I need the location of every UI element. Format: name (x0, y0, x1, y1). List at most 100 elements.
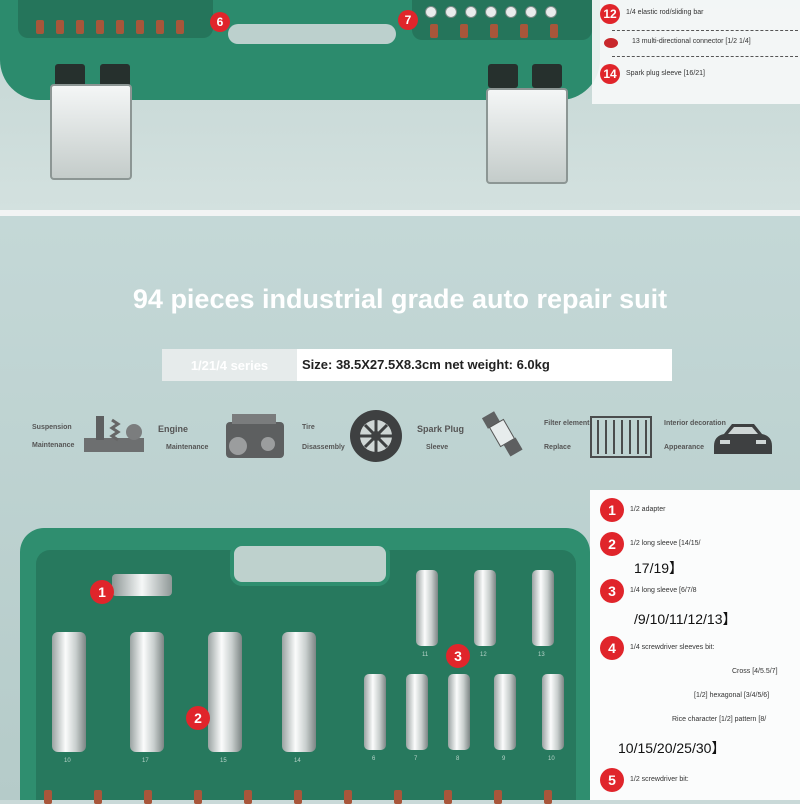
legend-13-text: 13 multi-directional connector [1/2 1/4] (632, 38, 751, 45)
legend-4-sub2: [1/2] hexagonal [3/4/5/6] (694, 692, 770, 699)
connector-icon (604, 38, 618, 48)
usage-label-6a: Interior decoration (664, 420, 726, 427)
socket-size-label: 7 (414, 756, 418, 762)
small-socket (445, 6, 457, 18)
callout-6-badge: 6 (210, 12, 230, 32)
socket-size-label: 14 (294, 758, 301, 764)
short-socket (406, 674, 428, 750)
bit (136, 20, 144, 34)
bit (96, 20, 104, 34)
small-socket (425, 6, 437, 18)
usage-label-4a: Spark Plug (417, 424, 465, 434)
hinge (532, 64, 562, 88)
socket-size-label: 6 (372, 756, 376, 762)
bit (490, 24, 498, 38)
legend-divider (612, 30, 798, 31)
hinge (488, 64, 518, 88)
long-socket (208, 632, 242, 752)
usage-label-5b: Replace (544, 444, 571, 451)
small-socket (465, 6, 477, 18)
bit (176, 20, 184, 34)
legend-4-cont: 10/15/20/25/30】 (618, 740, 726, 756)
bit (144, 790, 152, 804)
case-callout-3: 3 (446, 644, 470, 668)
usage-label-5a: Filter element (544, 420, 590, 427)
bit-row (30, 788, 590, 804)
socket-size-label: 10 (548, 756, 555, 762)
socket-size-label: 15 (220, 758, 227, 764)
case-callout-2: 2 (186, 706, 210, 730)
legend-3-text: 1/4 long sleeve [6/7/8 (630, 587, 697, 594)
legend-3-cont: /9/10/11/12/13】 (634, 611, 737, 627)
bit (550, 24, 558, 38)
size-weight-text: Size: 38.5X27.5X8.3cm net weight: 6.0kg (302, 357, 550, 372)
filter-icon (590, 416, 652, 458)
bit (460, 24, 468, 38)
usage-label-2a: Engine (158, 424, 189, 434)
bit (430, 24, 438, 38)
short-socket (532, 570, 554, 646)
engine-icon (226, 414, 284, 458)
legend-4-badge: 4 (600, 636, 624, 660)
bit (494, 790, 502, 804)
usage-label-3a: Tire (302, 424, 315, 431)
handle-slot (228, 24, 396, 44)
bit (394, 790, 402, 804)
usage-label-4b: Sleeve (426, 444, 449, 451)
suspension-icon (84, 416, 144, 452)
bit (36, 20, 44, 34)
legend-divider (612, 56, 798, 57)
small-socket (525, 6, 537, 18)
bit (444, 790, 452, 804)
long-socket (130, 632, 164, 752)
short-socket (416, 570, 438, 646)
usage-label-3b: Disassembly (302, 444, 345, 451)
right-latch (486, 88, 568, 184)
small-socket (545, 6, 557, 18)
short-socket (542, 674, 564, 750)
short-socket (474, 570, 496, 646)
bit (194, 790, 202, 804)
legend-4-text: 1/4 screwdriver sleeves bit: (630, 644, 715, 651)
short-socket (448, 674, 470, 750)
socket-size-label: 9 (502, 756, 506, 762)
long-socket (282, 632, 316, 752)
socket-size-label: 10 (64, 758, 71, 764)
socket-size-label: 13 (538, 652, 545, 658)
long-socket (52, 632, 86, 752)
legend-3-badge: 3 (600, 579, 624, 603)
legend-1-badge: 1 (600, 498, 624, 522)
legend-4-sub3: Rice character [1/2] pattern [8/ (672, 716, 767, 723)
section-divider (0, 210, 800, 216)
parts-legend (590, 490, 800, 800)
series-tag: 1/21/4 series (162, 349, 297, 381)
legend-2-badge: 2 (600, 532, 624, 556)
bit (520, 24, 528, 38)
usage-label-1b: Maintenance (32, 442, 75, 449)
legend-1-text: 1/2 adapter (630, 506, 666, 513)
legend-2-text: 1/2 long sleeve [14/15/ (630, 540, 701, 547)
bit (544, 790, 552, 804)
spark-plug-icon (481, 411, 523, 457)
headline: 94 pieces industrial grade auto repair s… (132, 284, 668, 314)
bit (44, 790, 52, 804)
bit (244, 790, 252, 804)
legend-12-text: 1/4 elastic rod/sliding bar (626, 9, 704, 16)
callout-7-badge: 7 (398, 10, 418, 30)
legend-5-badge: 5 (600, 768, 624, 792)
small-socket (485, 6, 497, 18)
bit (156, 20, 164, 34)
short-socket (494, 674, 516, 750)
left-latch (50, 84, 132, 180)
case-callout-1: 1 (90, 580, 114, 604)
legend-14-badge: 14 (600, 64, 620, 84)
legend-5-text: 1/2 screwdriver bit: (630, 776, 689, 783)
top-legend-panel (592, 0, 800, 104)
car-icon (714, 424, 772, 454)
legend-2-cont: 17/19】 (634, 560, 684, 576)
small-socket (505, 6, 517, 18)
bit (116, 20, 124, 34)
socket-size-label: 11 (422, 652, 429, 658)
bit (56, 20, 64, 34)
usage-label-1a: Suspension (32, 424, 72, 431)
